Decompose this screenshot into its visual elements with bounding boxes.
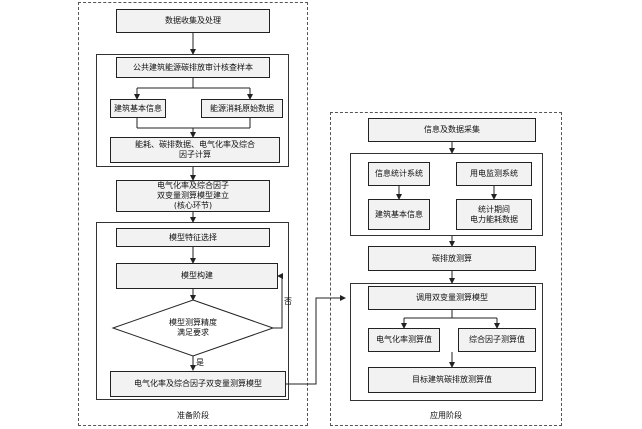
calc-box[interactable]: 能耗、碳排数据、电气化率及综合因子计算 — [110, 137, 280, 163]
info-system-box[interactable]: 信息统计系统 — [368, 162, 430, 186]
decision-diamond[interactable]: 模型测算精度 满足要求 — [169, 318, 217, 337]
app-stage-frame — [330, 112, 562, 426]
prep-building-info-box[interactable]: 建筑基本信息 — [110, 99, 166, 118]
model-build-box[interactable]: 电气化率及综合因子 双变量测算模型建立 (核心环节) — [116, 180, 270, 212]
collect-box[interactable]: 数据收集及处理 — [116, 9, 270, 33]
no-label: 否 — [284, 297, 292, 306]
elec-value-box[interactable]: 电气化率测算值 — [368, 328, 440, 352]
calc-box-label: 能耗、碳排数据、电气化率及综合因子计算 — [135, 140, 255, 159]
carbon-calc-box[interactable]: 碳排放测算 — [368, 246, 536, 271]
feature-select-box[interactable]: 模型特征选择 — [116, 228, 270, 247]
target-value-box[interactable]: 目标建筑碳排放测算值 — [368, 367, 536, 393]
calc-group — [350, 283, 543, 401]
power-system-box[interactable]: 用电监测系统 — [456, 162, 532, 186]
yes-label: 是 — [196, 358, 204, 367]
period-power-box[interactable]: 统计期间 电力能耗数据 — [456, 199, 532, 230]
energy-raw-box[interactable]: 能源消耗原始数据 — [201, 99, 283, 118]
info-collect-box[interactable]: 信息及数据采集 — [368, 118, 536, 142]
app-building-info-box[interactable]: 建筑基本信息 — [368, 199, 430, 230]
app-stage-label: 应用阶段 — [430, 411, 462, 420]
call-model-box[interactable]: 调用双变量测算模型 — [368, 286, 536, 310]
final-model-box[interactable]: 电气化率及综合因子双变量测算模型 — [110, 371, 286, 397]
system-group — [350, 153, 543, 236]
factor-value-box[interactable]: 综合因子测算值 — [458, 328, 536, 352]
prep-stage-frame — [78, 2, 308, 426]
model-construct-box[interactable]: 模型构建 — [116, 263, 278, 289]
prep-stage-label: 准备阶段 — [177, 411, 209, 420]
sample-box[interactable]: 公共建筑能源碳排放审计核查样本 — [116, 57, 270, 78]
